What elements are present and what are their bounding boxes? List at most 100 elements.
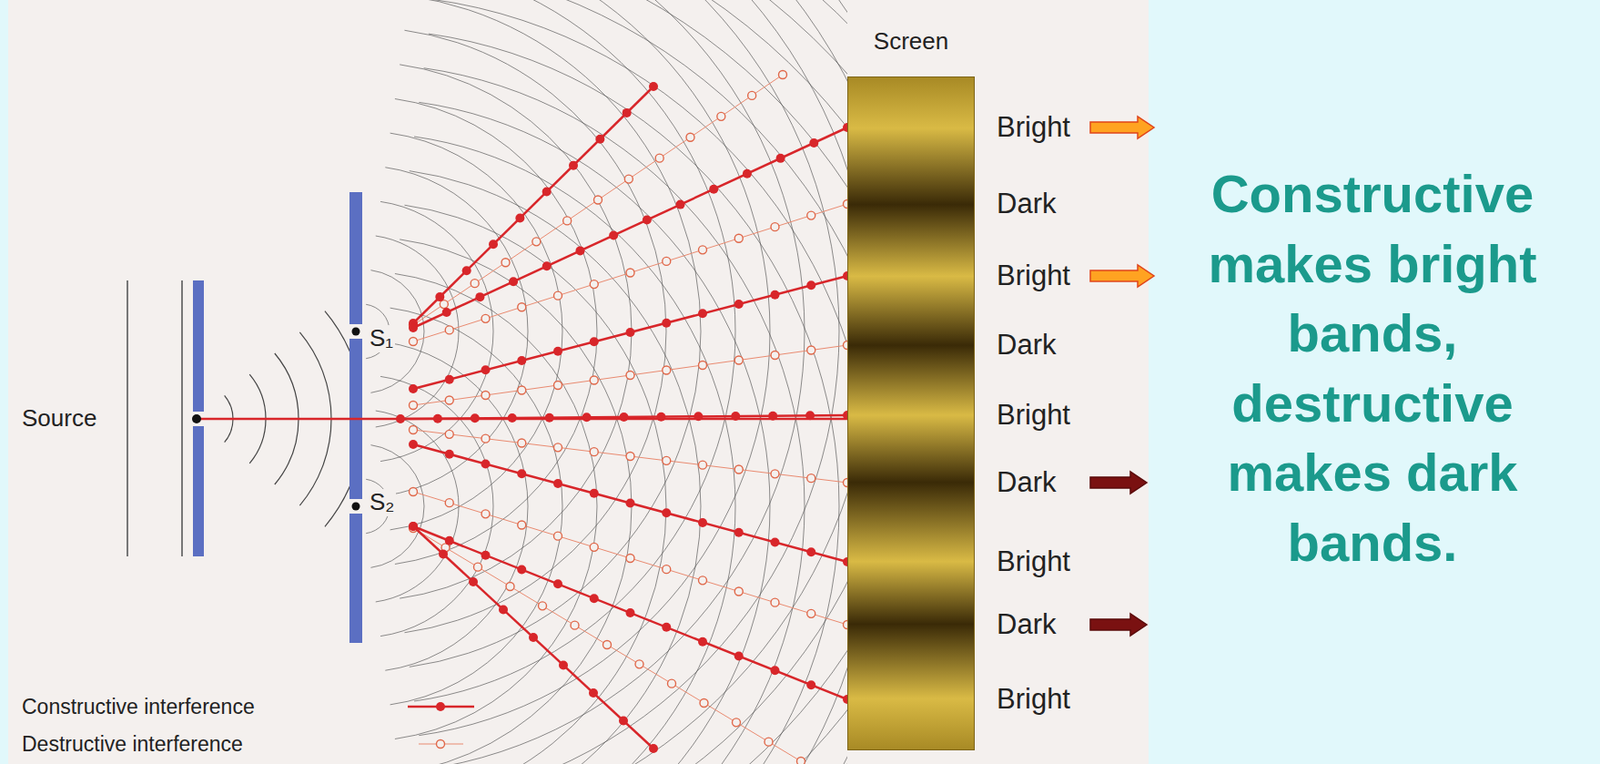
destructive-point bbox=[698, 576, 708, 585]
destructive-point bbox=[409, 401, 418, 410]
destructive-point bbox=[662, 365, 671, 375]
wavefront-arc bbox=[443, 0, 848, 764]
destructive-point bbox=[624, 174, 633, 183]
destructive-line bbox=[413, 203, 848, 342]
destructive-point bbox=[589, 542, 598, 551]
constructive-point bbox=[462, 265, 472, 275]
wavefront-arc bbox=[390, 132, 563, 530]
constructive-point bbox=[661, 622, 671, 632]
constructive-point bbox=[742, 169, 752, 179]
destructive-point bbox=[668, 678, 677, 688]
constructive-point bbox=[698, 308, 708, 318]
band-label: Bright bbox=[994, 682, 1073, 716]
destructive-point bbox=[589, 280, 598, 289]
constructive-point bbox=[435, 292, 445, 302]
constructive-point bbox=[805, 410, 815, 420]
band-label: Dark bbox=[994, 187, 1058, 221]
slit-wavefronts bbox=[365, 0, 848, 764]
destructive-point bbox=[594, 195, 603, 204]
constructive-point bbox=[553, 478, 563, 488]
constructive-point bbox=[408, 521, 418, 531]
destructive-point bbox=[517, 303, 527, 312]
lens-line bbox=[126, 280, 129, 557]
destructive-point bbox=[734, 465, 743, 474]
wavefront-arc bbox=[390, 307, 563, 705]
destructive-point bbox=[698, 460, 708, 469]
constructive-point bbox=[553, 578, 563, 588]
destructive-point bbox=[717, 111, 726, 121]
constructive-point bbox=[445, 536, 455, 546]
destructive-point bbox=[732, 718, 741, 727]
wavefront-arc bbox=[380, 375, 494, 636]
destructive-point bbox=[770, 469, 780, 478]
constructive-point bbox=[698, 517, 708, 527]
wavefront-arc bbox=[428, 33, 840, 764]
destructive-point bbox=[445, 498, 454, 507]
destructive-point bbox=[409, 487, 418, 497]
band-label: Bright bbox=[994, 259, 1073, 293]
destructive-point bbox=[481, 509, 490, 518]
constructive-point bbox=[475, 292, 485, 302]
constructive-point bbox=[806, 679, 816, 689]
wavefront-arc bbox=[384, 167, 528, 496]
constructive-point bbox=[481, 459, 491, 469]
destructive-line bbox=[413, 429, 848, 483]
destructive-point bbox=[538, 601, 547, 610]
destructive-point bbox=[635, 659, 644, 669]
constructive-point bbox=[542, 187, 552, 197]
wavefront-arc bbox=[384, 342, 528, 670]
constructive-point bbox=[470, 413, 480, 423]
constructive-point bbox=[542, 261, 552, 271]
destructive-point bbox=[589, 375, 598, 385]
constructive-line bbox=[413, 526, 654, 749]
constructive-point bbox=[809, 138, 819, 148]
destructive-line bbox=[413, 491, 848, 625]
destructive-point bbox=[626, 268, 635, 277]
band-label: Dark bbox=[994, 465, 1058, 499]
wavefront-arc bbox=[414, 0, 736, 701]
destructive-point bbox=[517, 520, 527, 529]
wavefront-arc bbox=[404, 204, 667, 764]
constructive-point bbox=[806, 280, 816, 290]
legend-samples bbox=[407, 701, 475, 749]
single-slit-barrier bbox=[192, 425, 204, 557]
constructive-point bbox=[589, 593, 599, 603]
constructive-line bbox=[413, 275, 848, 389]
constructive-point bbox=[408, 323, 418, 333]
constructive-point bbox=[806, 546, 816, 557]
pointer-arrow bbox=[1090, 471, 1147, 494]
destructive-point bbox=[655, 153, 664, 163]
constructive-point bbox=[408, 521, 418, 531]
constructive-point bbox=[626, 498, 636, 508]
constructive-point bbox=[558, 660, 568, 670]
destructive-point bbox=[770, 222, 780, 232]
wavefront-arc bbox=[380, 201, 494, 461]
constructive-point bbox=[693, 411, 703, 421]
wavefront-arc bbox=[447, 0, 848, 764]
destructive-point bbox=[554, 443, 563, 452]
slit-dot bbox=[352, 502, 361, 511]
destructive-point bbox=[445, 395, 454, 405]
wavefront-arc bbox=[428, 0, 840, 764]
constructive-point bbox=[776, 153, 786, 163]
constructive-point bbox=[507, 413, 517, 423]
note-text: Constructive makes bright bands, destruc… bbox=[1181, 159, 1564, 578]
destructive-point bbox=[734, 233, 743, 243]
destructive-point bbox=[501, 258, 510, 267]
destructive-point bbox=[554, 291, 563, 300]
constructive-point bbox=[589, 488, 599, 498]
destructive-point bbox=[532, 237, 541, 246]
band-label: Dark bbox=[994, 607, 1058, 641]
constructive-line bbox=[413, 127, 848, 328]
destructive-point bbox=[807, 211, 816, 220]
constructive-point bbox=[626, 327, 636, 337]
destructive-point bbox=[699, 698, 709, 708]
constructive-point bbox=[553, 346, 563, 356]
destructive-point bbox=[445, 325, 454, 335]
destructive-point bbox=[470, 279, 479, 288]
constructive-point bbox=[648, 81, 659, 92]
constructive-point bbox=[642, 215, 652, 225]
slit-dot bbox=[352, 327, 361, 336]
constructive-point bbox=[588, 688, 598, 698]
band-label: Dark bbox=[994, 328, 1058, 362]
